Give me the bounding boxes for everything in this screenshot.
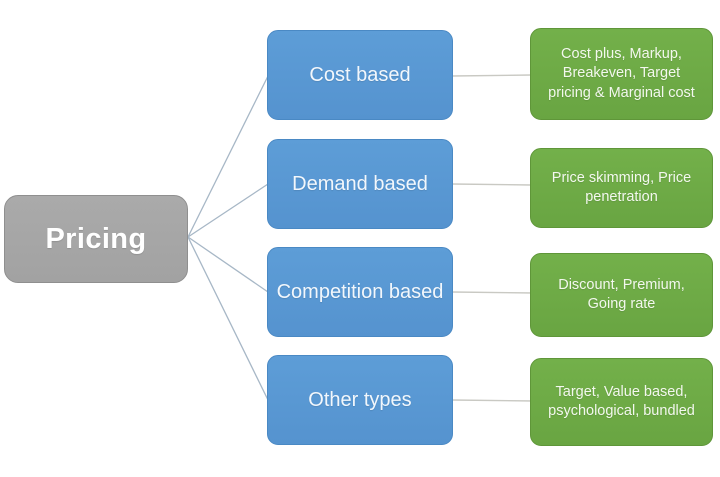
detail-line: Target, Value based, <box>555 383 688 400</box>
root-node-pricing: Pricing <box>4 195 188 283</box>
detail-line: Cost plus, Markup, <box>561 46 682 63</box>
connector-other <box>451 399 535 402</box>
branch-node-other-types: Other types <box>267 355 453 445</box>
detail-line: Price skimming, Price <box>551 169 692 186</box>
detail-node-demand-based: Price skimming, Price penetration <box>530 148 713 228</box>
fan-line-other <box>187 236 269 401</box>
branch-label: Competition based <box>276 280 444 303</box>
branch-node-demand-based: Demand based <box>267 139 453 229</box>
branch-label: Cost based <box>309 63 411 86</box>
branch-label: Other types <box>308 388 412 411</box>
connector-demand <box>451 183 532 186</box>
branch-node-competition-based: Competition based <box>267 247 453 337</box>
branch-label: Demand based <box>292 172 428 195</box>
fan-line-demand <box>187 183 269 238</box>
fan-line-competition <box>187 236 269 293</box>
detail-line: Going rate <box>587 296 656 312</box>
detail-node-competition-based: Discount, Premium, Going rate <box>530 253 713 337</box>
detail-line: pricing & Marginal cost <box>548 84 695 101</box>
detail-line: Discount, Premium, <box>558 276 685 293</box>
connector-competition <box>451 291 535 294</box>
detail-line: Breakeven, Target <box>562 65 681 82</box>
detail-line: psychological, bundled <box>548 403 695 419</box>
detail-node-cost-based: Cost plus, Markup, Breakeven, Target pri… <box>530 28 713 120</box>
connector-cost <box>451 74 532 77</box>
detail-node-other-types: Target, Value based, psychological, bund… <box>530 358 713 446</box>
fan-line-cost <box>187 75 269 238</box>
detail-line: penetration <box>585 189 658 205</box>
branch-node-cost-based: Cost based <box>267 30 453 120</box>
root-label: Pricing <box>45 222 147 255</box>
